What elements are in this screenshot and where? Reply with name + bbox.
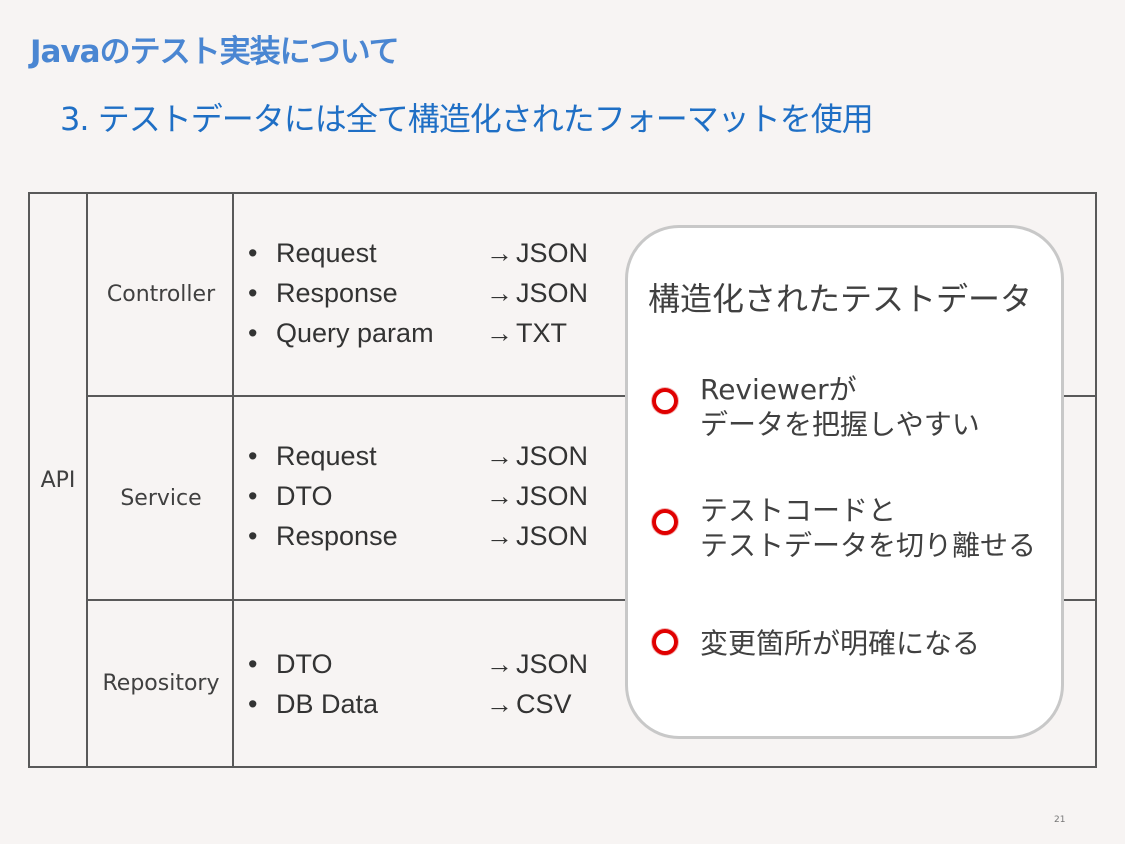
list-item: • DTO → JSON [248,649,589,679]
arrow-right-icon: → [486,441,513,471]
list-item: • Query param → TXT [248,318,567,348]
callout-title: 構造化されたテストデータ [648,280,1033,318]
benefit-text: 変更箇所が明確になる [700,627,981,660]
arrow-right-icon: → [486,649,513,679]
arrow-right-icon: → [486,278,513,308]
bullet-icon: • [248,278,258,308]
layer-name-controller: Controller [106,282,216,307]
bullet-icon: • [248,689,258,719]
arrow-right-icon: → [486,238,513,268]
table-divider [232,194,234,766]
layer-name-repository: Repository [102,671,220,696]
table-divider [86,599,1095,601]
page-number: 21 [1054,815,1066,825]
slide-subtitle: 3. テストデータには全て構造化されたフォーマットを使用 [60,100,874,138]
arrow-right-icon: → [486,521,513,551]
list-item: • Request → JSON [248,238,589,268]
list-item: • Response → JSON [248,521,589,551]
benefit-text: テストデータを切り離せる [700,529,1037,562]
red-circle-icon [652,509,678,535]
bullet-icon: • [248,318,258,348]
table-divider [86,395,1095,397]
table-divider [86,194,88,766]
slide-title: Javaのテスト実装について [30,34,400,70]
bullet-icon: • [248,238,258,268]
list-item: • Response → JSON [248,278,589,308]
layer-table: API Controller • Request → JSON • Respon… [28,192,1097,768]
benefit-text: データを把握しやすい [700,408,980,441]
bullet-icon: • [248,521,258,551]
arrow-right-icon: → [486,689,513,719]
arrow-right-icon: → [486,481,513,511]
benefit-text: テストコードと [700,494,897,527]
bullet-icon: • [248,441,258,471]
red-circle-icon [652,629,678,655]
api-label: API [40,467,76,493]
benefits-callout: 構造化されたテストデータ Reviewerが データを把握しやすい テストコード… [625,225,1064,739]
list-item: • Request → JSON [248,441,589,471]
bullet-icon: • [248,481,258,511]
benefit-text: Reviewerが [700,373,857,406]
layer-name-service: Service [120,485,202,511]
bullet-icon: • [248,649,258,679]
arrow-right-icon: → [486,318,513,348]
list-item: • DTO → JSON [248,481,589,511]
red-circle-icon [652,388,678,414]
list-item: • DB Data → CSV [248,689,572,719]
